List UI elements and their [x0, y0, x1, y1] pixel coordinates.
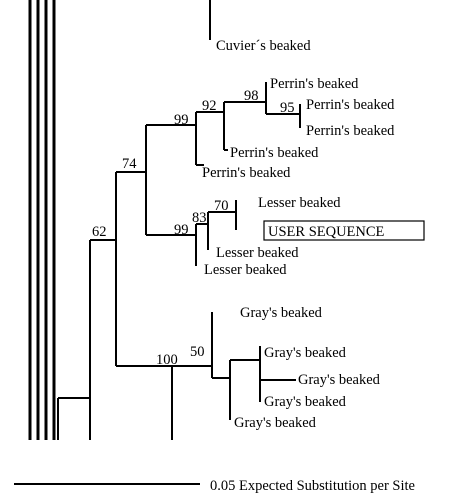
- leaf-labels: Cuvier´s beaked Perrin's beaked Perrin's…: [202, 38, 425, 431]
- leaf-gray-4: Gray's beaked: [264, 394, 347, 410]
- bootstrap-labels: 98 95 92 99 74 70 83 99 62 50 100: [92, 88, 295, 368]
- bootstrap-70: 70: [214, 198, 229, 214]
- bootstrap-95: 95: [280, 100, 295, 116]
- bootstrap-92: 92: [202, 98, 217, 114]
- bootstrap-98: 98: [244, 88, 259, 104]
- leaf-gray-3: Gray's beaked: [298, 372, 381, 388]
- scale-bar: 0.05 Expected Substitution per Site: [14, 478, 415, 494]
- leaf-perrin-5: Perrin's beaked: [202, 165, 291, 181]
- node-74-branches: [144, 123, 196, 237]
- leaf-gray-5: Gray's beaked: [234, 415, 317, 431]
- leaf-perrin-2: Perrin's beaked: [306, 97, 395, 113]
- scale-bar-label: 0.05 Expected Substitution per Site: [210, 478, 415, 494]
- leaf-cuvier: Cuvier´s beaked: [216, 38, 311, 54]
- gray-clade-branches: [170, 312, 296, 440]
- bootstrap-100: 100: [156, 352, 178, 368]
- leaf-gray-1: Gray's beaked: [240, 305, 323, 321]
- node-62-branches: [88, 170, 172, 398]
- perrin-clade-branches: [194, 82, 302, 167]
- leaf-gray-2: Gray's beaked: [264, 345, 347, 361]
- leaf-lesser-1: Lesser beaked: [258, 195, 341, 211]
- leaf-perrin-1: Perrin's beaked: [270, 76, 359, 92]
- bootstrap-74: 74: [122, 156, 137, 172]
- leaf-perrin-4: Perrin's beaked: [230, 145, 319, 161]
- bootstrap-50: 50: [190, 344, 205, 360]
- user-sequence-box: [263, 220, 425, 241]
- leaf-perrin-3: Perrin's beaked: [306, 123, 395, 139]
- outgroup-lines: [28, 0, 56, 440]
- leaf-user-sequence: USER SEQUENCE: [268, 224, 385, 240]
- bootstrap-99-lesser: 99: [174, 222, 189, 238]
- leaf-lesser-2: Lesser beaked: [216, 245, 299, 261]
- bootstrap-83: 83: [192, 210, 207, 226]
- basal-branches: [56, 396, 92, 440]
- leaf-lesser-3: Lesser beaked: [204, 262, 287, 278]
- bootstrap-62: 62: [92, 224, 107, 240]
- lesser-clade-branches: [194, 200, 238, 266]
- bootstrap-99-perrin: 99: [174, 112, 189, 128]
